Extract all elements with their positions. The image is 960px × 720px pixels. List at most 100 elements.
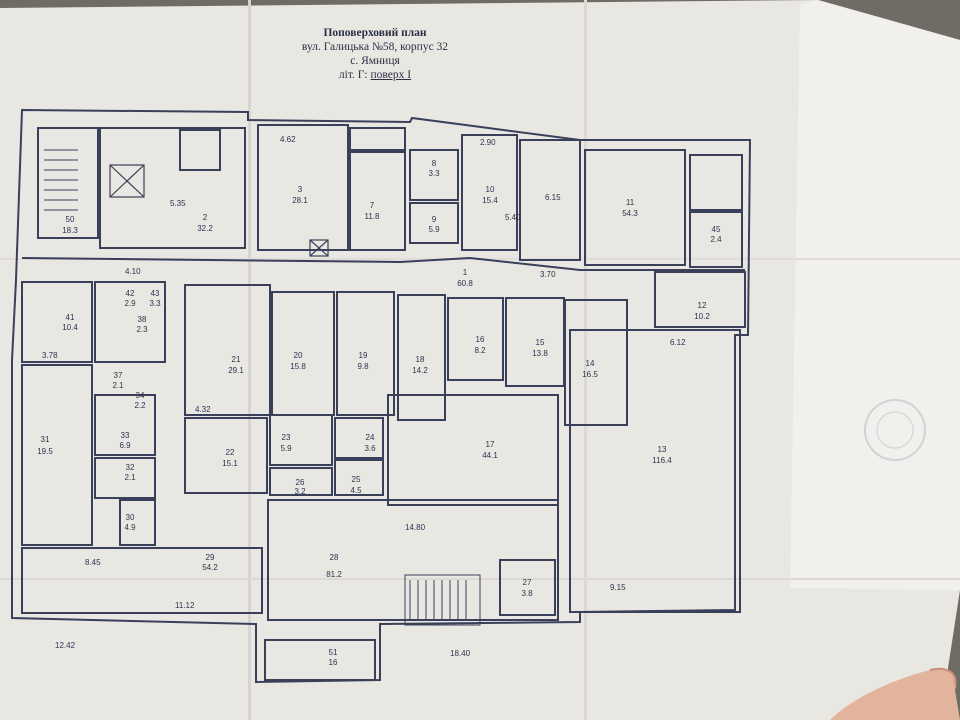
stairs-top-left — [44, 149, 78, 211]
dimension-label: 8.45 — [85, 558, 101, 567]
room-label: 342.2 — [134, 391, 146, 410]
room-label: 382.3 — [136, 315, 148, 334]
svg-text:11.8: 11.8 — [365, 212, 381, 221]
svg-text:31: 31 — [41, 435, 50, 444]
svg-text:3.8: 3.8 — [521, 589, 533, 598]
room-label: 243.6 — [364, 433, 376, 453]
dimension-label: 4.62 — [280, 135, 296, 144]
svg-text:2.1: 2.1 — [124, 473, 136, 482]
svg-text:27: 27 — [523, 578, 532, 587]
svg-text:60.8: 60.8 — [457, 279, 473, 288]
svg-text:5.9: 5.9 — [280, 444, 292, 453]
svg-text:8.2: 8.2 — [474, 346, 486, 355]
stamp — [864, 399, 926, 461]
svg-text:33: 33 — [121, 431, 130, 440]
svg-text:3.3: 3.3 — [149, 299, 161, 308]
svg-text:30: 30 — [126, 513, 135, 522]
svg-text:25: 25 — [352, 475, 361, 484]
svg-text:16.5: 16.5 — [582, 370, 598, 379]
svg-text:19.5: 19.5 — [37, 447, 53, 456]
room-label: 452.4 — [710, 225, 722, 244]
svg-text:16: 16 — [329, 658, 338, 667]
svg-text:29: 29 — [206, 553, 215, 562]
svg-text:50: 50 — [66, 215, 75, 224]
plan-walls — [11, 108, 752, 684]
dimension-label: 2.90 — [480, 138, 496, 147]
svg-text:14: 14 — [586, 359, 595, 368]
room-label: 304.9 — [124, 513, 136, 532]
dimension-labels: 5.35 4.62 4.10 11.12 12.42 14.80 18.40 9… — [42, 135, 686, 658]
svg-text:19: 19 — [359, 351, 368, 360]
room-label: 254.5 — [350, 475, 362, 495]
plan-floor-line: літ. Г: поверх I — [280, 68, 470, 82]
svg-text:38: 38 — [138, 315, 147, 324]
dimension-label: 12.42 — [55, 641, 76, 650]
svg-text:41: 41 — [66, 313, 75, 322]
svg-text:15.4: 15.4 — [482, 196, 498, 205]
room-label: 20 15.8 — [290, 351, 306, 371]
svg-text:11: 11 — [626, 198, 635, 207]
room-label: 83.3 — [428, 159, 440, 178]
dimension-label: 18.40 — [450, 649, 471, 658]
dimension-label: 9.15 — [610, 583, 626, 592]
svg-text:1: 1 — [463, 268, 468, 277]
svg-text:12: 12 — [698, 301, 707, 310]
room-label: 273.8 — [521, 578, 533, 598]
svg-text:22: 22 — [226, 448, 235, 457]
svg-text:28.1: 28.1 — [292, 196, 308, 205]
svg-text:29.1: 29.1 — [228, 366, 244, 375]
stairs-bottom — [404, 574, 481, 626]
svg-text:54.2: 54.2 — [202, 563, 218, 572]
svg-text:2.1: 2.1 — [112, 381, 124, 390]
dimension-label: 6.12 — [670, 338, 686, 347]
room-label: 422.9 — [124, 289, 136, 308]
room-label: 199.8 — [357, 351, 369, 371]
room-label: 14 16.5 — [582, 359, 598, 379]
plan-village: с. Ямниця — [350, 55, 400, 67]
dimension-label: 4.10 — [125, 267, 141, 276]
dimension-label: 3.70 — [540, 270, 556, 279]
svg-text:37: 37 — [114, 371, 123, 380]
svg-text:13.8: 13.8 — [532, 349, 548, 358]
svg-text:9: 9 — [432, 215, 437, 224]
svg-text:2.2: 2.2 — [134, 401, 146, 410]
dimension-label: 5.35 — [170, 199, 186, 208]
svg-text:13: 13 — [658, 445, 667, 454]
room-label: 232.2 — [197, 213, 213, 233]
svg-text:10.4: 10.4 — [62, 323, 78, 332]
svg-text:3.6: 3.6 — [364, 444, 376, 453]
room-label: 711.8 — [365, 201, 381, 221]
svg-text:15: 15 — [536, 338, 545, 347]
dimension-label: 14.80 — [405, 523, 426, 532]
svg-text:24: 24 — [366, 433, 375, 442]
svg-text:7: 7 — [370, 201, 375, 210]
svg-text:18: 18 — [416, 355, 425, 364]
room-label: 95.9 — [428, 215, 440, 234]
room-label: 433.3 — [149, 289, 161, 308]
svg-text:4.5: 4.5 — [350, 486, 362, 495]
svg-text:20: 20 — [294, 351, 303, 360]
svg-text:2.3: 2.3 — [136, 325, 148, 334]
svg-text:6.9: 6.9 — [119, 441, 131, 450]
svg-text:15.8: 15.8 — [290, 362, 306, 371]
svg-text:2: 2 — [203, 213, 208, 222]
plan-title: Поповерховий план — [323, 27, 427, 39]
svg-text:28: 28 — [330, 553, 339, 562]
room-label: 15 13.8 — [532, 338, 548, 358]
svg-text:9.8: 9.8 — [357, 362, 369, 371]
svg-text:16: 16 — [476, 335, 485, 344]
svg-text:2.9: 2.9 — [124, 299, 136, 308]
room-label: 328.1 — [292, 185, 308, 205]
svg-text:4.9: 4.9 — [124, 523, 136, 532]
